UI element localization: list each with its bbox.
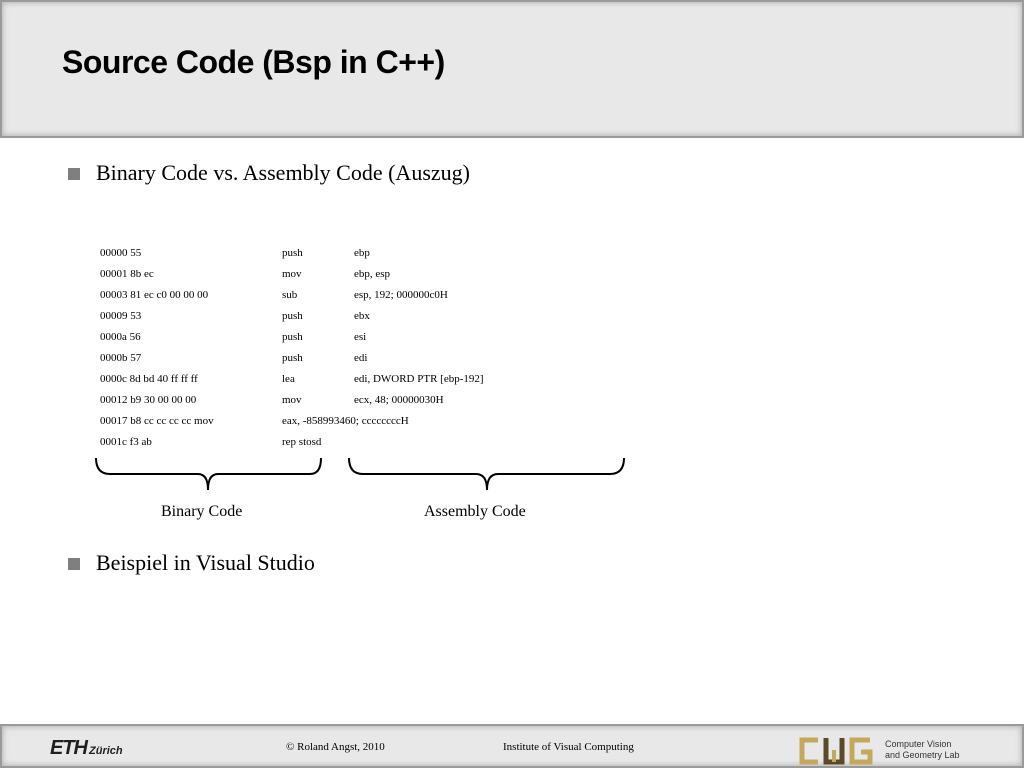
mnemonic-cell: push bbox=[282, 352, 303, 364]
bullet-text: Beispiel in Visual Studio bbox=[96, 550, 315, 575]
mnemonic-cell: push bbox=[282, 310, 303, 322]
brace-annotations bbox=[95, 457, 625, 491]
binary-code-cell: 0001c f3 ab bbox=[100, 436, 152, 448]
binary-code-brace bbox=[95, 457, 322, 491]
operands-cell: esp, 192; 000000c0H bbox=[354, 289, 448, 301]
binary-code-cell: 00017 b8 cc cc cc cc mov bbox=[100, 415, 214, 427]
operands-cell: edi bbox=[354, 352, 368, 364]
mnemonic-cell: sub bbox=[282, 289, 298, 301]
mnemonic-cell: mov bbox=[282, 268, 302, 280]
mnemonic-cell: push bbox=[282, 331, 303, 343]
mnemonic-cell: lea bbox=[282, 373, 295, 385]
binary-code-cell: 0000c 8d bd 40 ff ff ff bbox=[100, 373, 198, 385]
code-row: 00017 b8 cc cc cc cc mov eax, -858993460… bbox=[100, 411, 660, 432]
eth-logo-main: ETH bbox=[50, 737, 88, 759]
operands-cell: ecx, 48; 00000030H bbox=[354, 394, 444, 406]
mnemonic-cell: mov bbox=[282, 394, 302, 406]
cvg-logo-text: Computer Vision and Geometry Lab bbox=[885, 739, 960, 761]
eth-logo-sub: Zürich bbox=[89, 745, 123, 757]
cvg-logo-mark bbox=[799, 737, 873, 765]
cvg-logo-line2: and Geometry Lab bbox=[885, 750, 960, 760]
binary-code-label: Binary Code bbox=[161, 503, 243, 520]
assembly-code-label: Assembly Code bbox=[424, 503, 526, 520]
code-row: 0000a 56 push esi bbox=[100, 327, 660, 348]
footer-copyright: © Roland Angst, 2010 bbox=[286, 741, 385, 753]
binary-code-cell: 00000 55 bbox=[100, 247, 142, 259]
bullet-square-icon bbox=[68, 168, 80, 180]
code-row: 0000b 57 push edi bbox=[100, 348, 660, 369]
operands-cell: edi, DWORD PTR [ebp-192] bbox=[354, 373, 484, 385]
slide-title: Source Code (Bsp in C++) bbox=[62, 44, 445, 80]
binary-code-cell: 00009 53 bbox=[100, 310, 142, 322]
binary-code-cell: 0000a 56 bbox=[100, 331, 141, 343]
code-row: 0000c 8d bd 40 ff ff ff lea edi, DWORD P… bbox=[100, 369, 660, 390]
footer-institute: Institute of Visual Computing bbox=[503, 741, 634, 753]
binary-code-cell: 00003 81 ec c0 00 00 00 bbox=[100, 289, 209, 301]
cvg-logo-line1: Computer Vision bbox=[885, 739, 952, 749]
code-row: 00001 8b ec mov ebp, esp bbox=[100, 264, 660, 285]
mnemonic-cell: eax, -858993460; ccccccccH bbox=[282, 415, 409, 427]
code-row: 00012 b9 30 00 00 00 mov ecx, 48; 000000… bbox=[100, 390, 660, 411]
bullet-text: Binary Code vs. Assembly Code (Auszug) bbox=[96, 160, 470, 185]
code-row: 00000 55 push ebp bbox=[100, 243, 660, 264]
bullet-square-icon bbox=[68, 558, 80, 570]
assembly-code-brace bbox=[348, 457, 625, 491]
operands-cell: ebx bbox=[354, 310, 370, 322]
operands-cell: ebp, esp bbox=[354, 268, 391, 280]
mnemonic-cell: rep stosd bbox=[282, 436, 322, 448]
operands-cell: esi bbox=[354, 331, 367, 343]
binary-code-cell: 00001 8b ec bbox=[100, 268, 154, 280]
code-row: 0001c f3 ab rep stosd bbox=[100, 432, 660, 453]
code-row: 00009 53 push ebx bbox=[100, 306, 660, 327]
mnemonic-cell: push bbox=[282, 247, 303, 259]
operands-cell: ebp bbox=[354, 247, 370, 259]
binary-code-cell: 0000b 57 bbox=[100, 352, 142, 364]
binary-code-cell: 00012 b9 30 00 00 00 bbox=[100, 394, 197, 406]
code-row: 00003 81 ec c0 00 00 00 sub esp, 192; 00… bbox=[100, 285, 660, 306]
slide-header: Source Code (Bsp in C++) bbox=[0, 0, 1024, 138]
code-listing: 00000 55 push ebp 00001 8b ec mov ebp, e… bbox=[100, 243, 660, 453]
